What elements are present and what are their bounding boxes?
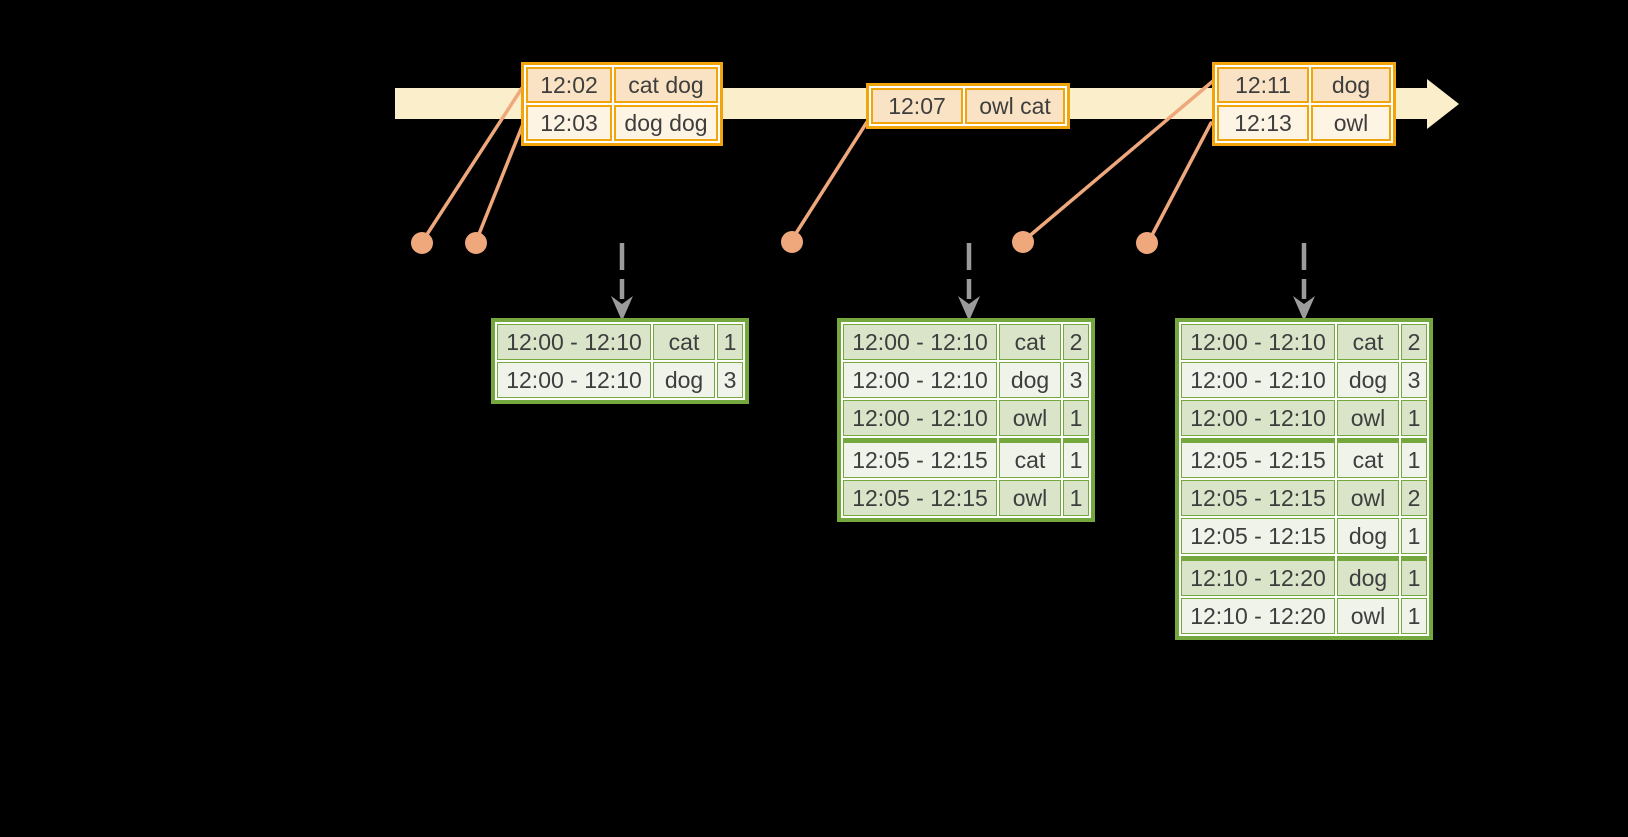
table-cell: owl — [1311, 105, 1391, 141]
table-cell: dog — [1337, 362, 1399, 398]
table-cell: dog — [1337, 518, 1399, 554]
table-cell: 12:10 - 12:20 — [1181, 598, 1335, 634]
table-cell: 12:07 — [871, 88, 963, 124]
table-cell: 1 — [1401, 400, 1427, 436]
table-cell: 1 — [1063, 400, 1089, 436]
event-dot-1211 — [1012, 231, 1034, 253]
table-cell: 12:00 - 12:10 — [497, 362, 651, 398]
table-cell: 1 — [1401, 518, 1427, 554]
trigger-arrowhead-icon-2 — [958, 296, 980, 321]
table-cell: 12:05 - 12:15 — [1181, 518, 1335, 554]
connector-line-1211 — [1025, 79, 1215, 240]
table-cell: dog dog — [614, 105, 718, 141]
table-cell: owl — [1337, 480, 1399, 516]
table-cell: 2 — [1401, 480, 1427, 516]
table-cell: 12:05 - 12:15 — [843, 438, 997, 478]
table-cell: owl — [999, 400, 1061, 436]
table-cell: dog — [999, 362, 1061, 398]
table-cell: dog — [1337, 556, 1399, 596]
table-cell: 12:10 - 12:20 — [1181, 556, 1335, 596]
table-cell: 12:13 — [1217, 105, 1309, 141]
table-cell: 12:05 - 12:15 — [1181, 438, 1335, 478]
table-cell: 1 — [1063, 480, 1089, 516]
table-cell: 1 — [1401, 556, 1427, 596]
table-cell: 12:05 - 12:15 — [843, 480, 997, 516]
table-cell: 12:03 — [526, 105, 612, 141]
table-cell: owl cat — [965, 88, 1065, 124]
table-cell: 1 — [1401, 598, 1427, 634]
table-cell: cat — [1337, 324, 1399, 360]
event-dot-1202 — [411, 232, 433, 254]
table-cell: cat — [999, 324, 1061, 360]
table-cell: 12:00 - 12:10 — [843, 324, 997, 360]
table-cell: 12:11 — [1217, 67, 1309, 103]
trigger-arrows — [611, 243, 1315, 321]
table-cell: dog — [653, 362, 715, 398]
table-cell: cat — [1337, 438, 1399, 478]
table-cell: owl — [1337, 598, 1399, 634]
event-dot-1213 — [1136, 232, 1158, 254]
table-cell: 3 — [1401, 362, 1427, 398]
table-cell: 12:00 - 12:10 — [1181, 362, 1335, 398]
table-cell: 1 — [1063, 438, 1089, 478]
table-cell: dog — [1311, 67, 1391, 103]
table-cell: 3 — [1063, 362, 1089, 398]
table-cell: 12:05 - 12:15 — [1181, 480, 1335, 516]
table-cell: owl — [999, 480, 1061, 516]
table-cell: 12:00 - 12:10 — [497, 324, 651, 360]
table-cell: 12:00 - 12:10 — [843, 362, 997, 398]
timeline-arrowhead-icon — [1427, 79, 1459, 129]
table-cell: 12:02 — [526, 67, 612, 103]
event-connector-lines — [422, 79, 1215, 241]
table-cell: 1 — [717, 324, 743, 360]
table-cell: 1 — [1401, 438, 1427, 478]
trigger-arrowhead-icon-3 — [1293, 296, 1315, 321]
table-cell: cat — [653, 324, 715, 360]
event-dot-1203 — [465, 232, 487, 254]
event-dots — [411, 231, 1158, 254]
connector-line-1213 — [1148, 121, 1213, 241]
table-cell: cat — [999, 438, 1061, 478]
table-cell: 12:00 - 12:10 — [1181, 400, 1335, 436]
connector-line-1203 — [475, 122, 525, 241]
connector-line-1202 — [422, 86, 524, 241]
table-cell: 12:00 - 12:10 — [1181, 324, 1335, 360]
table-cell: cat dog — [614, 67, 718, 103]
event-dot-1207 — [781, 231, 803, 253]
table-cell: owl — [1337, 400, 1399, 436]
table-cell: 2 — [1401, 324, 1427, 360]
table-cell: 2 — [1063, 324, 1089, 360]
trigger-arrowhead-icon-1 — [611, 296, 633, 321]
table-cell: 12:00 - 12:10 — [843, 400, 997, 436]
connector-line-1207 — [791, 120, 869, 240]
table-cell: 3 — [717, 362, 743, 398]
